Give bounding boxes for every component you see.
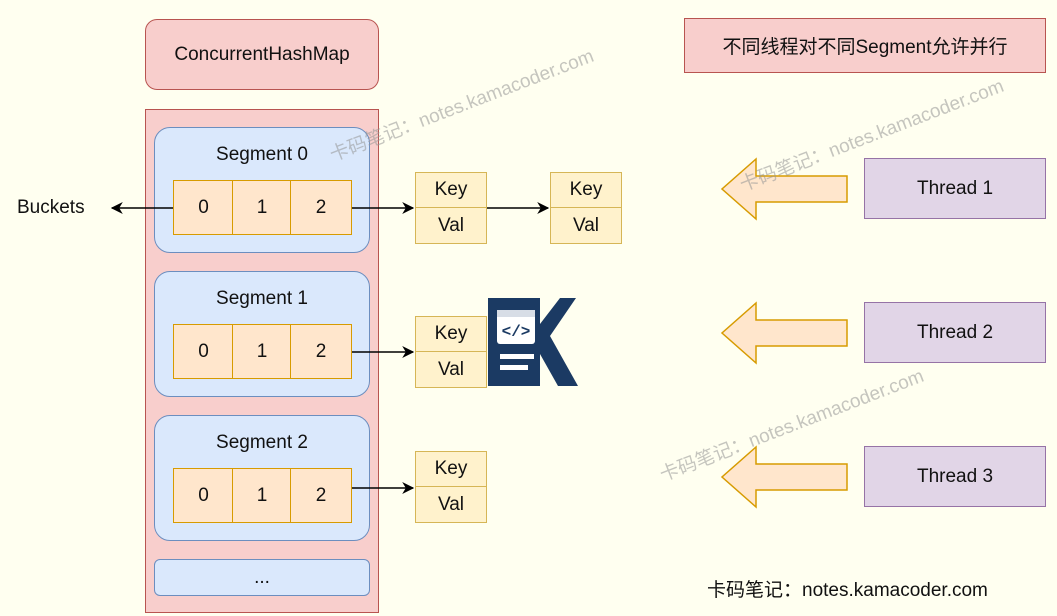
more-segments: ... <box>154 559 370 596</box>
footer-credit: 卡码笔记：notes.kamacoder.com <box>707 580 988 601</box>
entry-key: Key <box>416 317 486 352</box>
thread-1: Thread 1 <box>864 158 1046 219</box>
entry-val: Val <box>437 214 465 236</box>
entry-segment-0-b: Key Val <box>550 172 622 244</box>
thread-3-block-arrow <box>720 445 848 509</box>
segment-0-bucket-2: 2 <box>290 180 352 235</box>
segment-2-bucket-2: 2 <box>290 468 352 523</box>
thread-1-block-arrow <box>720 157 848 221</box>
entry-val: Val <box>437 493 465 515</box>
segment-0-bucket-0: 0 <box>173 180 234 235</box>
segment-1-bucket-0: 0 <box>173 324 234 379</box>
concurrenthashmap-title: ConcurrentHashMap <box>145 19 379 90</box>
segment-2-label: Segment 2 <box>216 432 308 453</box>
segment-2-bucket-1: 1 <box>232 468 292 523</box>
segment-2-bucket-0: 0 <box>173 468 234 523</box>
segment-1-label: Segment 1 <box>216 288 308 309</box>
entry-segment-0-a: Key Val <box>415 172 487 244</box>
thread-3: Thread 3 <box>864 446 1046 507</box>
svg-text:</>: </> <box>502 323 531 341</box>
kamacoder-logo: </> <box>488 298 578 386</box>
buckets-label: Buckets <box>17 197 85 218</box>
thread-2: Thread 2 <box>864 302 1046 363</box>
entry-val: Val <box>437 358 465 380</box>
thread-2-block-arrow <box>720 301 848 365</box>
parallel-note: 不同线程对不同Segment允许并行 <box>684 18 1046 73</box>
entry-segment-1: Key Val <box>415 316 487 388</box>
entry-val: Val <box>572 214 600 236</box>
entry-key: Key <box>551 173 621 208</box>
entry-key: Key <box>416 452 486 487</box>
segment-0-label: Segment 0 <box>216 144 308 165</box>
segment-1-bucket-1: 1 <box>232 324 292 379</box>
segment-1-bucket-2: 2 <box>290 324 352 379</box>
entry-segment-2: Key Val <box>415 451 487 523</box>
entry-key: Key <box>416 173 486 208</box>
